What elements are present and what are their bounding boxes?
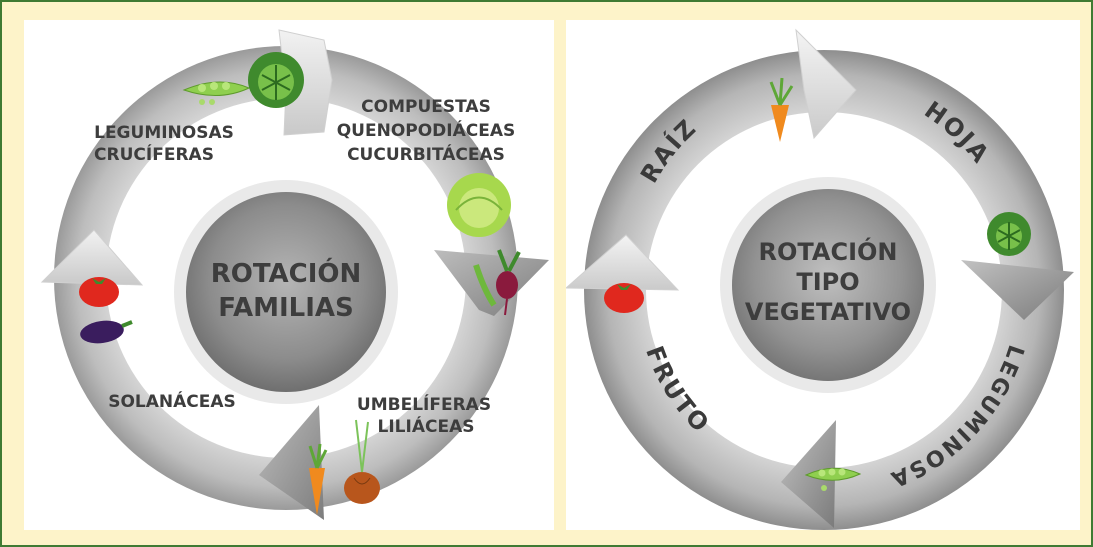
arrow-right — [434, 250, 549, 316]
cabbage-icon — [987, 212, 1031, 256]
center-title-line1: ROTACIÓN — [759, 236, 898, 266]
carrot-icon — [769, 77, 794, 142]
carrot-icon — [308, 443, 328, 515]
eggplant-icon — [80, 320, 133, 344]
tomato-icon — [79, 277, 119, 307]
label-quenopodiaceas: QUENOPODIÁCEAS — [337, 119, 516, 141]
beet-icon — [473, 249, 521, 316]
arrow-top — [795, 28, 857, 140]
center-title-line1: ROTACIÓN — [211, 257, 362, 289]
center-title-line2: TIPO — [796, 268, 859, 296]
label-leguminosas: LEGUMINOSAS — [94, 123, 234, 143]
arrow-right — [961, 260, 1074, 320]
lettuce-icon — [447, 173, 511, 237]
pea-pod-icon — [182, 81, 251, 105]
label-liliaceas: LILIÁCEAS — [378, 415, 475, 437]
tomato-icon — [604, 283, 644, 313]
onion-icon — [344, 419, 380, 504]
label-solanaceas: SOLANÁCEAS — [108, 390, 236, 412]
center-title-line3: VEGETATIVO — [745, 298, 911, 326]
arrow-bottom — [259, 405, 324, 520]
cabbage-icon — [248, 52, 304, 108]
label-cucurbitaceas: CUCURBITÁCEAS — [347, 143, 505, 165]
label-compuestas: COMPUESTAS — [361, 97, 491, 117]
rotation-vegetative-type-diagram: ROTACIÓN TIPO VEGETATIVO RAÍZ HOJA LEGUM… — [566, 20, 1080, 530]
rotation-families-diagram: ROTACIÓN FAMILIAS LEGUMINOSAS CRUCÍFERAS… — [24, 20, 554, 530]
pea-pod-icon — [804, 467, 862, 491]
center-title-line2: FAMILIAS — [218, 293, 354, 323]
label-umbeliferas: UMBELÍFERAS — [357, 393, 491, 415]
label-cruciferas: CRUCÍFERAS — [94, 143, 214, 165]
